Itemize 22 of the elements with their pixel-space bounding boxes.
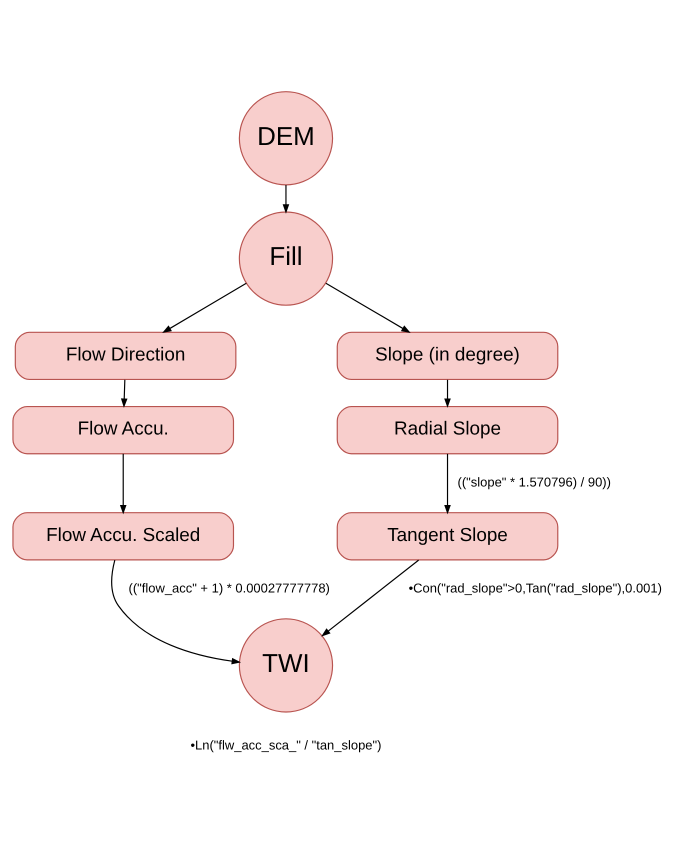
edge-label: (("flow_acc" + 1) * 0.00027777778) [128, 580, 330, 596]
node-box: Tangent Slope [336, 512, 558, 560]
node-circle: DEM [238, 91, 334, 186]
edge-label: (("slope" * 1.570796) / 90)) [458, 474, 611, 490]
node-circle: Fill [238, 211, 334, 306]
arrow [120, 454, 127, 514]
arrow [444, 380, 451, 408]
arrow [162, 282, 247, 334]
node-box: Radial Slope [336, 406, 558, 454]
node-box: Flow Accu. Scaled [12, 512, 234, 560]
node-box: Flow Direction [14, 332, 236, 380]
node-circle: TWI [238, 618, 334, 713]
arrow [326, 282, 411, 334]
arrow [120, 380, 128, 408]
arrow [282, 185, 290, 214]
arrow [111, 560, 242, 664]
node-label: •Ln("flw_acc_sca_" / "tan_slope") [190, 738, 382, 753]
edge-label: •Con("rad_slope">0,Tan("rad_slope"),0.001) [408, 580, 662, 596]
node-box: Slope (in degree) [336, 332, 558, 380]
arrow [444, 454, 451, 514]
node-box: Flow Accu. [12, 406, 234, 454]
arrow [321, 560, 419, 637]
